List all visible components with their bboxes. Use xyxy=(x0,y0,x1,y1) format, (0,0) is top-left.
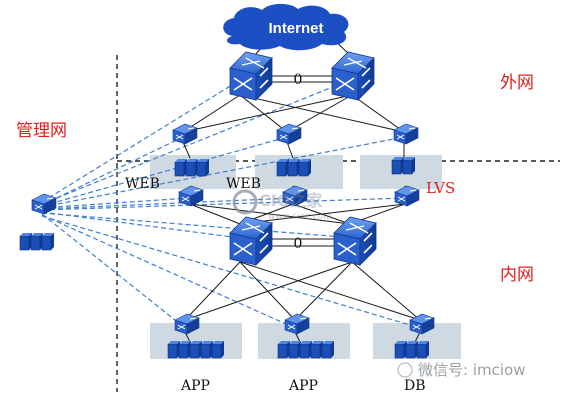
app-label-2: APP xyxy=(288,378,318,394)
switch-cube-icon xyxy=(331,51,375,101)
management-links xyxy=(41,79,421,329)
db-label: DB xyxy=(404,378,426,394)
switch-cube-icon xyxy=(229,216,273,266)
watermark-logo-text: CIO之家 xyxy=(259,191,323,210)
app-label-1: APP xyxy=(180,378,210,394)
link-aggregation-top-label: 0 xyxy=(294,72,303,88)
switch-cube-icon xyxy=(229,51,273,101)
lvs-label: LVS xyxy=(426,179,455,197)
cloud-icon xyxy=(223,3,349,51)
switch-cube-icon xyxy=(333,216,377,266)
internal-zone-label: 内网 xyxy=(500,265,534,285)
server-rack-icon xyxy=(276,158,312,177)
web-label-1: WEB xyxy=(125,176,160,192)
wechat-watermark: 微信号: imciow xyxy=(397,361,525,379)
server-rack-icon xyxy=(19,232,55,251)
switch-small-icon xyxy=(31,193,57,215)
wechat-icon xyxy=(397,362,413,378)
network-links xyxy=(182,37,421,343)
internet-label: Internet xyxy=(268,20,323,37)
wechat-watermark-text: 微信号: imciow xyxy=(418,361,525,379)
link-aggregation-core-label: 0 xyxy=(294,236,303,252)
server-rack-icon xyxy=(394,340,430,359)
server-rack-icon xyxy=(167,340,225,359)
server-rack-icon xyxy=(174,158,210,177)
watermark-url: www.cioz.com xyxy=(268,212,332,222)
watermark-logo: CIO之家 www.cioz.com xyxy=(232,189,332,222)
external-zone-label: 外网 xyxy=(500,73,534,93)
web-label-2: WEB xyxy=(226,176,261,192)
server-rack-icon xyxy=(277,340,335,359)
management-zone-label: 管理网 xyxy=(16,121,67,141)
server-rack-icon xyxy=(391,156,416,175)
switch-small-icon xyxy=(172,123,198,145)
